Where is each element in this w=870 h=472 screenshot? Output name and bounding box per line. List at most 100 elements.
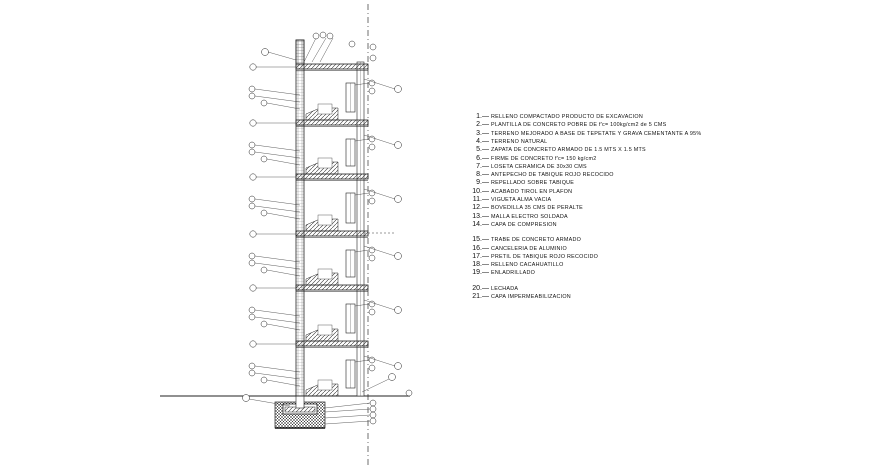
legend-item-number: 10.	[472, 187, 482, 195]
callout-bubble	[394, 195, 402, 203]
legend-dash: —	[482, 129, 489, 137]
legend-item: 4.—TERRENO NATURAL	[462, 135, 548, 145]
sill-block	[317, 214, 333, 226]
callout-leader	[254, 316, 301, 324]
callout-bubble	[368, 197, 376, 205]
legend-dash: —	[482, 121, 489, 129]
legend-item-text: PRETIL DE TABIQUE ROJO RECOCIDO	[491, 253, 599, 260]
callout-bubble	[248, 141, 256, 149]
legend-item: 14.—CAPA DE COMPRESION	[462, 218, 557, 228]
callout-bubble	[248, 195, 256, 203]
callout-bubble	[248, 85, 256, 93]
callout-bubble	[260, 209, 268, 217]
legend-item: 1.—RELLENO COMPACTADO PRODUCTO DE EXCAVA…	[462, 110, 644, 120]
legend-item-number: 8.	[476, 171, 482, 179]
legend-dash: —	[482, 196, 489, 203]
callout-bubble	[248, 369, 256, 377]
callout-bubble	[260, 376, 268, 384]
sill-block	[317, 379, 333, 391]
legend-item-number: 12.	[472, 204, 482, 212]
callout-leader	[363, 245, 396, 257]
callout-bubble	[248, 252, 256, 260]
legend-item: 15.—TRABE DE CONCRETO ARMADO	[462, 233, 582, 244]
legend-item: 8.—ANTEPECHO DE TABIQUE ROJO RECOCIDO	[462, 168, 614, 179]
legend-item: 19.—ENLADRILLADO	[462, 266, 535, 277]
legend-item-text: BOVEDILLA 35 CMS DE PERALTE	[491, 205, 584, 212]
callout-leader	[354, 359, 370, 363]
floor-slab	[295, 340, 369, 347]
callout-leader	[354, 82, 370, 86]
legend-item-number: 20.	[472, 284, 482, 292]
legend-dash: —	[482, 293, 489, 300]
legend-item-number: 16.	[472, 244, 482, 252]
right-wall	[356, 61, 365, 397]
legend-item-text: TERRENO MEJORADO A BASE DE TEPETATE Y GR…	[491, 130, 702, 137]
legend-item-text: ANTEPECHO DE TABIQUE ROJO RECOCIDO	[491, 172, 614, 179]
callout-leader	[254, 309, 301, 317]
callout-bubble	[260, 266, 268, 274]
legend-dash: —	[482, 162, 489, 170]
callout-leader	[266, 269, 301, 277]
callout-bubble	[249, 284, 257, 292]
legend-item-text: MALLA ELECTRO SOLDADA	[491, 213, 568, 220]
legend-item-number: 2.	[476, 121, 482, 129]
callout-bubble	[260, 320, 268, 328]
callout-leader	[354, 249, 370, 253]
legend-item: 11.—VIGUETA ALMA VACIA	[462, 193, 551, 203]
legend-dash: —	[482, 261, 489, 269]
legend-item: 6.—FIRME DE CONCRETO f'c= 150 kg/cm2	[462, 152, 597, 162]
callout-bubble	[368, 143, 376, 151]
legend-dash: —	[482, 171, 489, 179]
callout-bubble	[368, 308, 376, 316]
callout-leader	[354, 303, 370, 307]
callout-bubble	[248, 92, 256, 100]
legend-item-number: 7.	[476, 162, 482, 170]
legend-item: 2.—PLANTILLA DE CONCRETO POBRE DE f'c= 1…	[462, 118, 666, 129]
callout-bubble	[260, 155, 268, 163]
callout-leader	[254, 205, 301, 213]
floor-slab	[295, 119, 369, 126]
legend-item-text: CAPA DE COMPRESION	[491, 221, 557, 228]
callout-leader	[363, 188, 396, 200]
legend-item: 16.—CANCELERIA DE ALUMINIO	[462, 242, 567, 252]
roof-parapet	[295, 39, 305, 65]
legend-item-number: 3.	[476, 129, 482, 137]
callout-leader	[266, 379, 301, 387]
legend-item-text: RELLENO COMPACTADO PRODUCTO DE EXCAVACIO…	[491, 114, 644, 120]
callout-leader	[266, 212, 301, 220]
callout-leader	[354, 192, 370, 196]
legend-item-number: 18.	[472, 261, 482, 269]
callout-bubble	[249, 119, 257, 127]
callout-bubble	[394, 85, 402, 93]
floor-slab	[295, 230, 369, 237]
legend-item-number: 19.	[472, 269, 482, 277]
callout-bubble	[368, 87, 376, 95]
legend-item: 20.—LECHADA	[462, 282, 519, 292]
legend-item-number: 9.	[476, 179, 482, 187]
legend-item-text: LECHADA	[491, 285, 519, 292]
callout-bubble	[248, 259, 256, 267]
legend-item-text: FIRME DE CONCRETO f'c= 150 kg/cm2	[491, 155, 597, 162]
floor-slab	[295, 284, 369, 291]
legend-item-text: ACABADO TIROL EN PLAFON	[491, 188, 573, 195]
legend-item-text: REPELLADO SOBRE TABIQUE	[491, 180, 575, 187]
legend-item-text: CAPA IMPERMEABILIZACION	[491, 294, 571, 300]
floor-slab	[295, 63, 369, 70]
callout-leader	[254, 95, 301, 103]
foundation-footing	[274, 395, 326, 429]
callout-bubble	[394, 306, 402, 314]
legend-item-number: 15.	[472, 236, 482, 244]
callout-bubble	[249, 230, 257, 238]
legend-item-number: 21.	[472, 293, 482, 300]
legend-item-text: TRABE DE CONCRETO ARMADO	[491, 237, 582, 244]
legend-item: 13.—MALLA ELECTRO SOLDADA	[462, 210, 568, 220]
callout-tags	[248, 63, 402, 387]
legend-item-text: TERRENO NATURAL	[491, 138, 548, 145]
callout-leader	[354, 138, 370, 142]
callout-bubble	[248, 362, 256, 370]
callout-bubble	[248, 148, 256, 156]
legend-item-number: 14.	[472, 220, 482, 228]
legend-item: 9.—REPELLADO SOBRE TABIQUE	[462, 176, 575, 187]
